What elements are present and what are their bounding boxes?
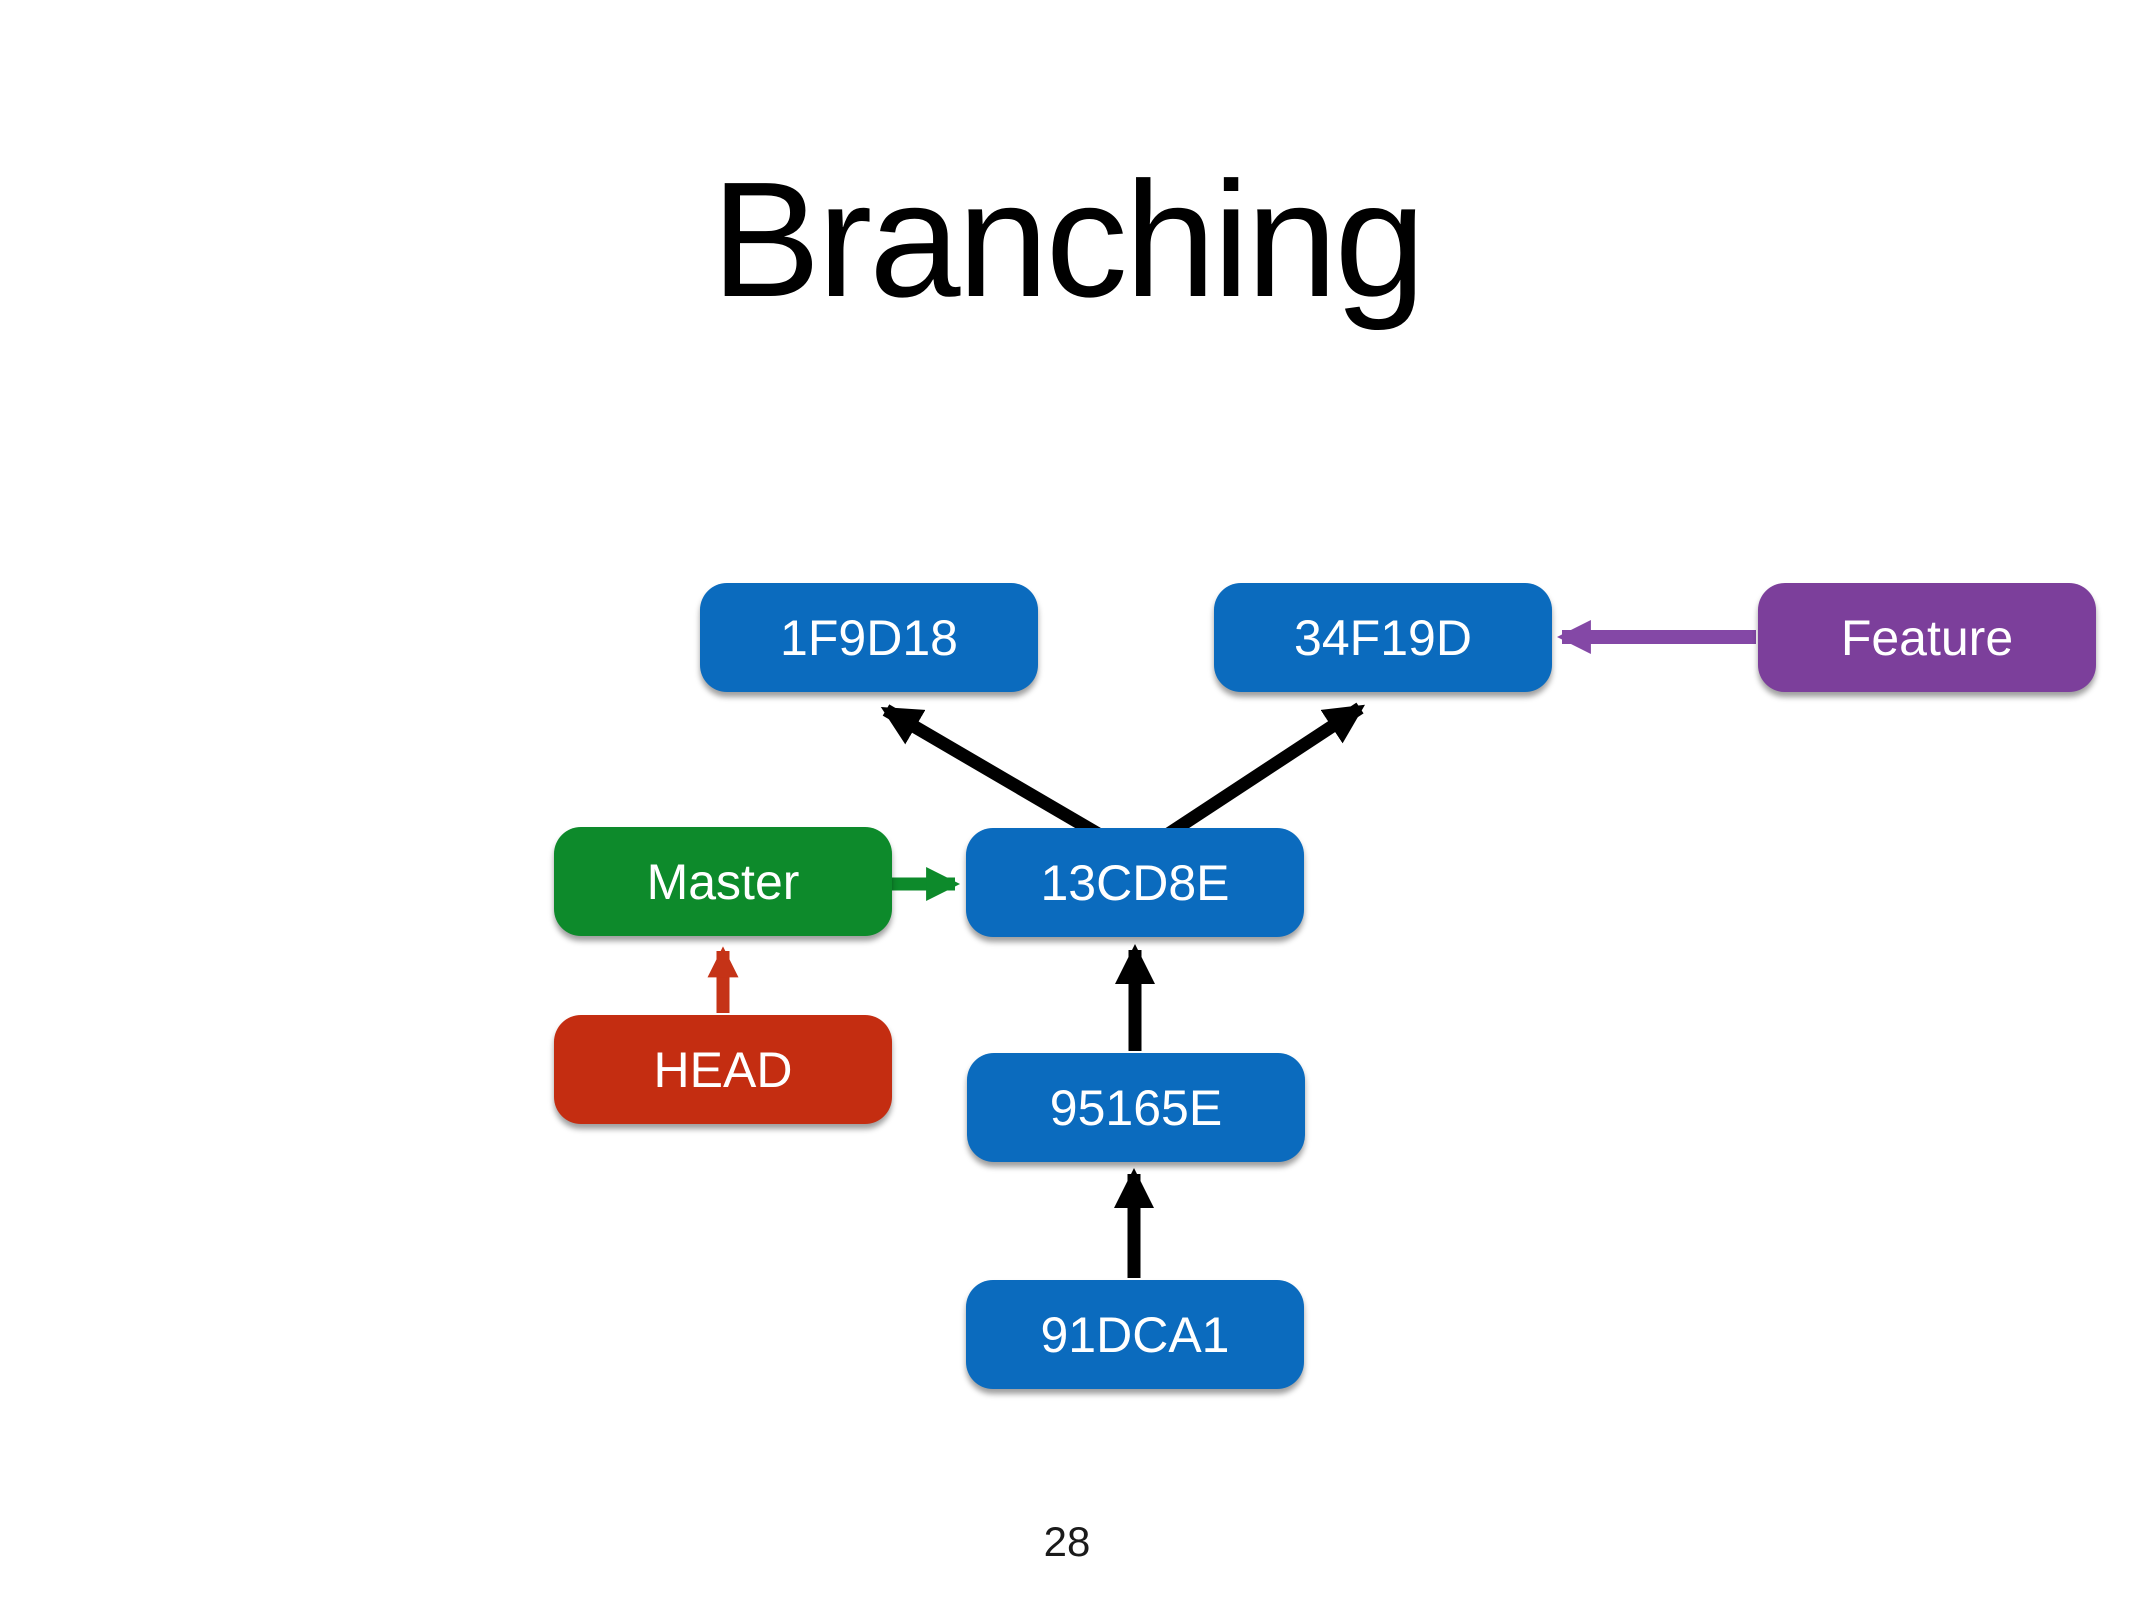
branch-node-feature: Feature — [1758, 583, 2096, 692]
commit-node-13cd8e: 13CD8E — [966, 828, 1304, 937]
commit-node-91dca1: 91DCA1 — [966, 1280, 1304, 1389]
branch-node-label: Feature — [1840, 609, 2014, 666]
commit-node-label: 91DCA1 — [1040, 1306, 1230, 1363]
branch-node-label: Master — [646, 853, 800, 910]
commit-node-label: 1F9D18 — [780, 609, 958, 666]
head-pointer-node: HEAD — [554, 1015, 892, 1124]
commit-node-95165e: 95165E — [967, 1053, 1305, 1162]
page-number: 28 — [1043, 1518, 1091, 1565]
commit-node-label: 13CD8E — [1040, 854, 1230, 911]
branch-node-master: Master — [554, 827, 892, 936]
slide-title: Branching — [711, 148, 1425, 331]
arrow-13cd8e-to-34f19d — [1146, 702, 1366, 852]
commit-node-label: 34F19D — [1294, 609, 1472, 666]
head-node-label: HEAD — [653, 1041, 793, 1098]
commit-node-1f9d18: 1F9D18 — [700, 583, 1038, 692]
commit-node-label: 95165E — [1049, 1079, 1223, 1136]
commit-node-34f19d: 34F19D — [1214, 583, 1552, 692]
